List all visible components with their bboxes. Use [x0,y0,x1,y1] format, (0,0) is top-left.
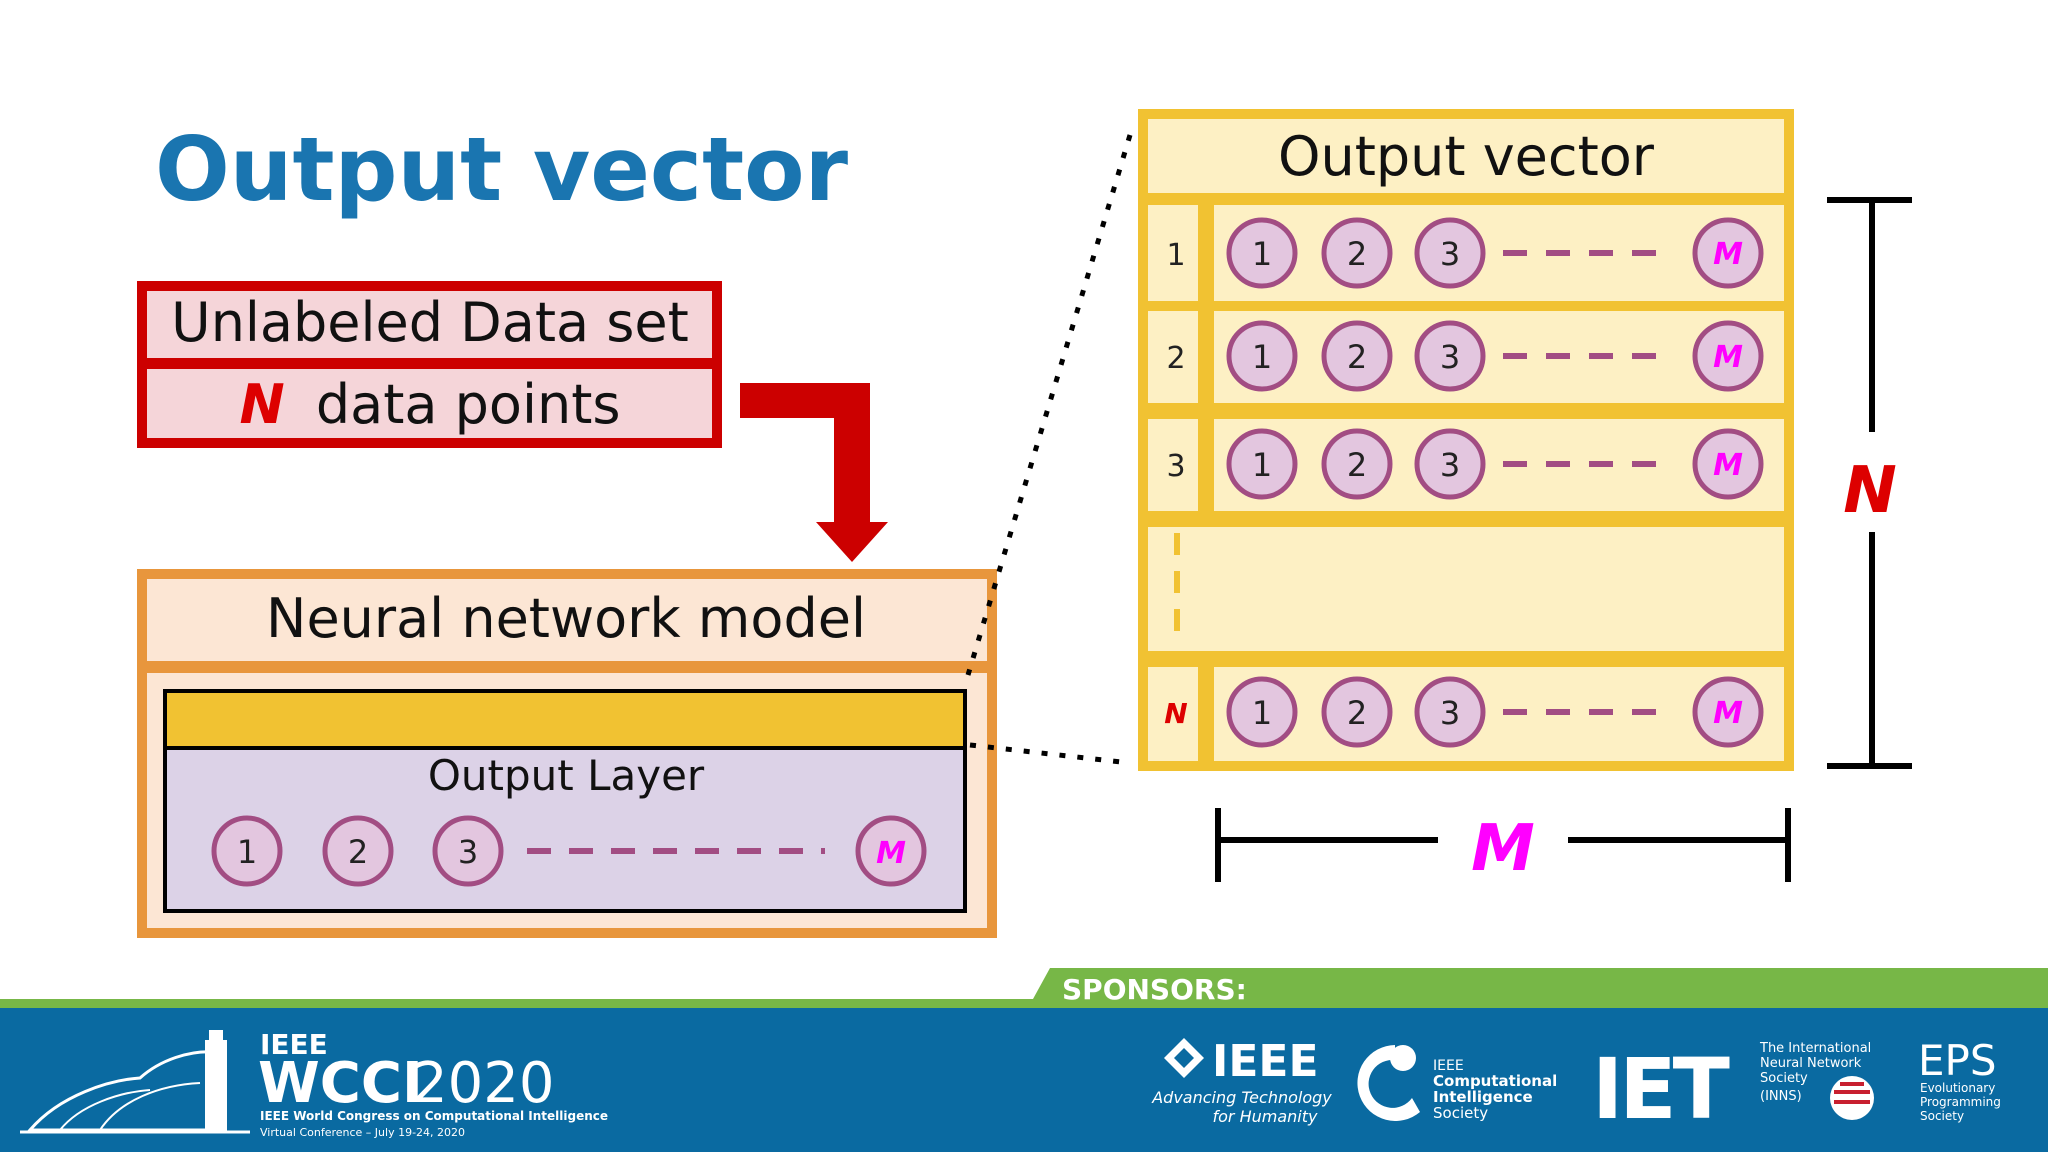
event-subtitle: IEEE World Congress on Computational Int… [260,1109,608,1123]
inns-line-2: Neural Network [1760,1056,1862,1071]
matrix-row-nodes: 1 2 3 M [1226,217,1764,289]
output-layer-nodes: 1 2 3 M [211,815,927,887]
layer-node-label: 3 [458,833,478,871]
inns-sponsor-logo: The International Neural Network Society… [1759,1041,1874,1120]
node-label: 1 [1252,694,1272,732]
ieee-sponsor-tagline-2: for Humanity [1213,1107,1319,1126]
inns-line-4: (INNS) [1760,1089,1802,1104]
node-label: M [1713,448,1743,483]
cis-sponsor-logo: IEEE Computational Intelligence Society [1357,1045,1557,1122]
cis-line-1: IEEE [1433,1058,1464,1074]
cis-line-3: Intelligence [1433,1088,1533,1106]
row-index: 3 [1166,449,1185,484]
iet-sponsor-logo: IET [1592,1040,1730,1138]
node-label: 2 [1347,694,1367,732]
slide-title: Output vector [155,118,849,221]
dataset-title: Unlabeled Data set [171,291,689,354]
node-label: 3 [1440,446,1460,484]
ieee-sponsor-name: IEEE [1212,1036,1319,1087]
layer-node-label: 2 [348,833,368,871]
matrix-title: Output vector [1278,125,1655,188]
event-dates: Virtual Conference – July 19-24, 2020 [260,1126,465,1139]
eps-line-2: Programming [1920,1095,2001,1109]
node-label: 1 [1252,338,1272,376]
node-label: M [1713,237,1743,272]
svg-text:N data points: N data points [239,373,620,436]
event-name: WCCI [258,1051,423,1116]
wcci-logo: IEEE WCCI 2020 IEEE World Congress on Co… [20,1028,608,1139]
row-index: N [1164,697,1187,730]
node-label: 2 [1347,338,1367,376]
node-label: 3 [1440,694,1460,732]
eps-name: EPS [1918,1036,1997,1085]
node-label: 2 [1347,235,1367,273]
event-org: IEEE [260,1028,328,1061]
dataset-box: Unlabeled Data set N data points [137,281,722,448]
eps-sponsor-logo: EPS Evolutionary Programming Society [1918,1036,2001,1123]
node-label: 1 [1252,446,1272,484]
matrix-row-nodes: 1 2 3 M [1226,428,1764,500]
row-index: 1 [1166,238,1185,273]
matrix-row-nodes: 1 2 3 M [1226,676,1764,748]
dataset-n-symbol: N [239,373,284,436]
node-label: 2 [1347,446,1367,484]
width-bracket: M [1215,808,1791,886]
dataset-points-text: data points [316,373,621,436]
width-label: M [1471,812,1535,886]
node-label: 3 [1440,338,1460,376]
layer-node-label: 1 [237,833,257,871]
node-label: 3 [1440,235,1460,273]
inns-line-1: The International [1759,1041,1871,1056]
output-matrix: Output vector 1 2 3 N 1 2 3 M [1138,109,1794,771]
eps-line-1: Evolutionary [1920,1081,1995,1095]
ieee-sponsor-tagline-1: Advancing Technology [1151,1088,1332,1107]
event-year: 2020 [412,1051,555,1116]
height-label: N [1843,454,1897,528]
cis-line-4: Society [1433,1104,1488,1122]
node-label: M [1713,696,1743,731]
node-label: 1 [1252,235,1272,273]
flow-arrow [740,383,888,562]
zoom-line-top [965,134,1133,676]
footer-band: SPONSORS: [0,968,2048,1152]
layer-node-label: M [876,836,906,871]
inns-line-3: Society [1760,1071,1808,1086]
model-title: Neural network model [266,587,866,650]
cis-line-2: Computational [1433,1072,1557,1090]
sponsors-label: SPONSORS: [1062,973,1247,1006]
model-box: Neural network model Output Layer 1 2 3 … [137,569,997,938]
output-layer-label: Output Layer [428,751,705,800]
ieee-sponsor-logo: IEEE Advancing Technology for Humanity [1151,1036,1332,1126]
matrix-row-nodes: 1 2 3 M [1226,320,1764,392]
row-index: 2 [1166,341,1185,376]
height-bracket: N [1827,197,1912,769]
node-label: M [1713,340,1743,375]
eps-line-3: Society [1920,1109,1964,1123]
